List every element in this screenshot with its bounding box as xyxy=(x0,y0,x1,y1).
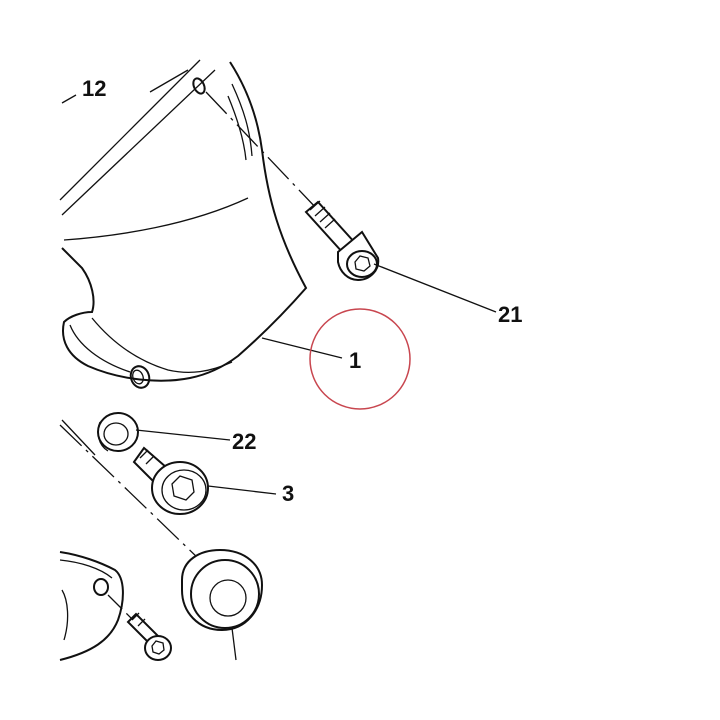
callout-22: 22 xyxy=(232,429,256,454)
highlight-circle xyxy=(309,308,411,410)
callout-3: 3 xyxy=(282,481,294,506)
bracket-part xyxy=(59,551,136,661)
spacer-bushing xyxy=(181,548,264,661)
callout-12: 12 xyxy=(82,76,106,101)
washer-22 xyxy=(97,412,139,452)
small-screw xyxy=(126,612,172,661)
callout-21: 21 xyxy=(498,302,522,327)
shoulder-bolt-3 xyxy=(132,446,209,515)
callout-1: 1 xyxy=(349,348,361,373)
bolt-21 xyxy=(304,200,380,282)
cover-part-1 xyxy=(59,59,308,389)
leader-lines xyxy=(61,94,497,495)
assembly-axis-lines xyxy=(59,91,319,561)
